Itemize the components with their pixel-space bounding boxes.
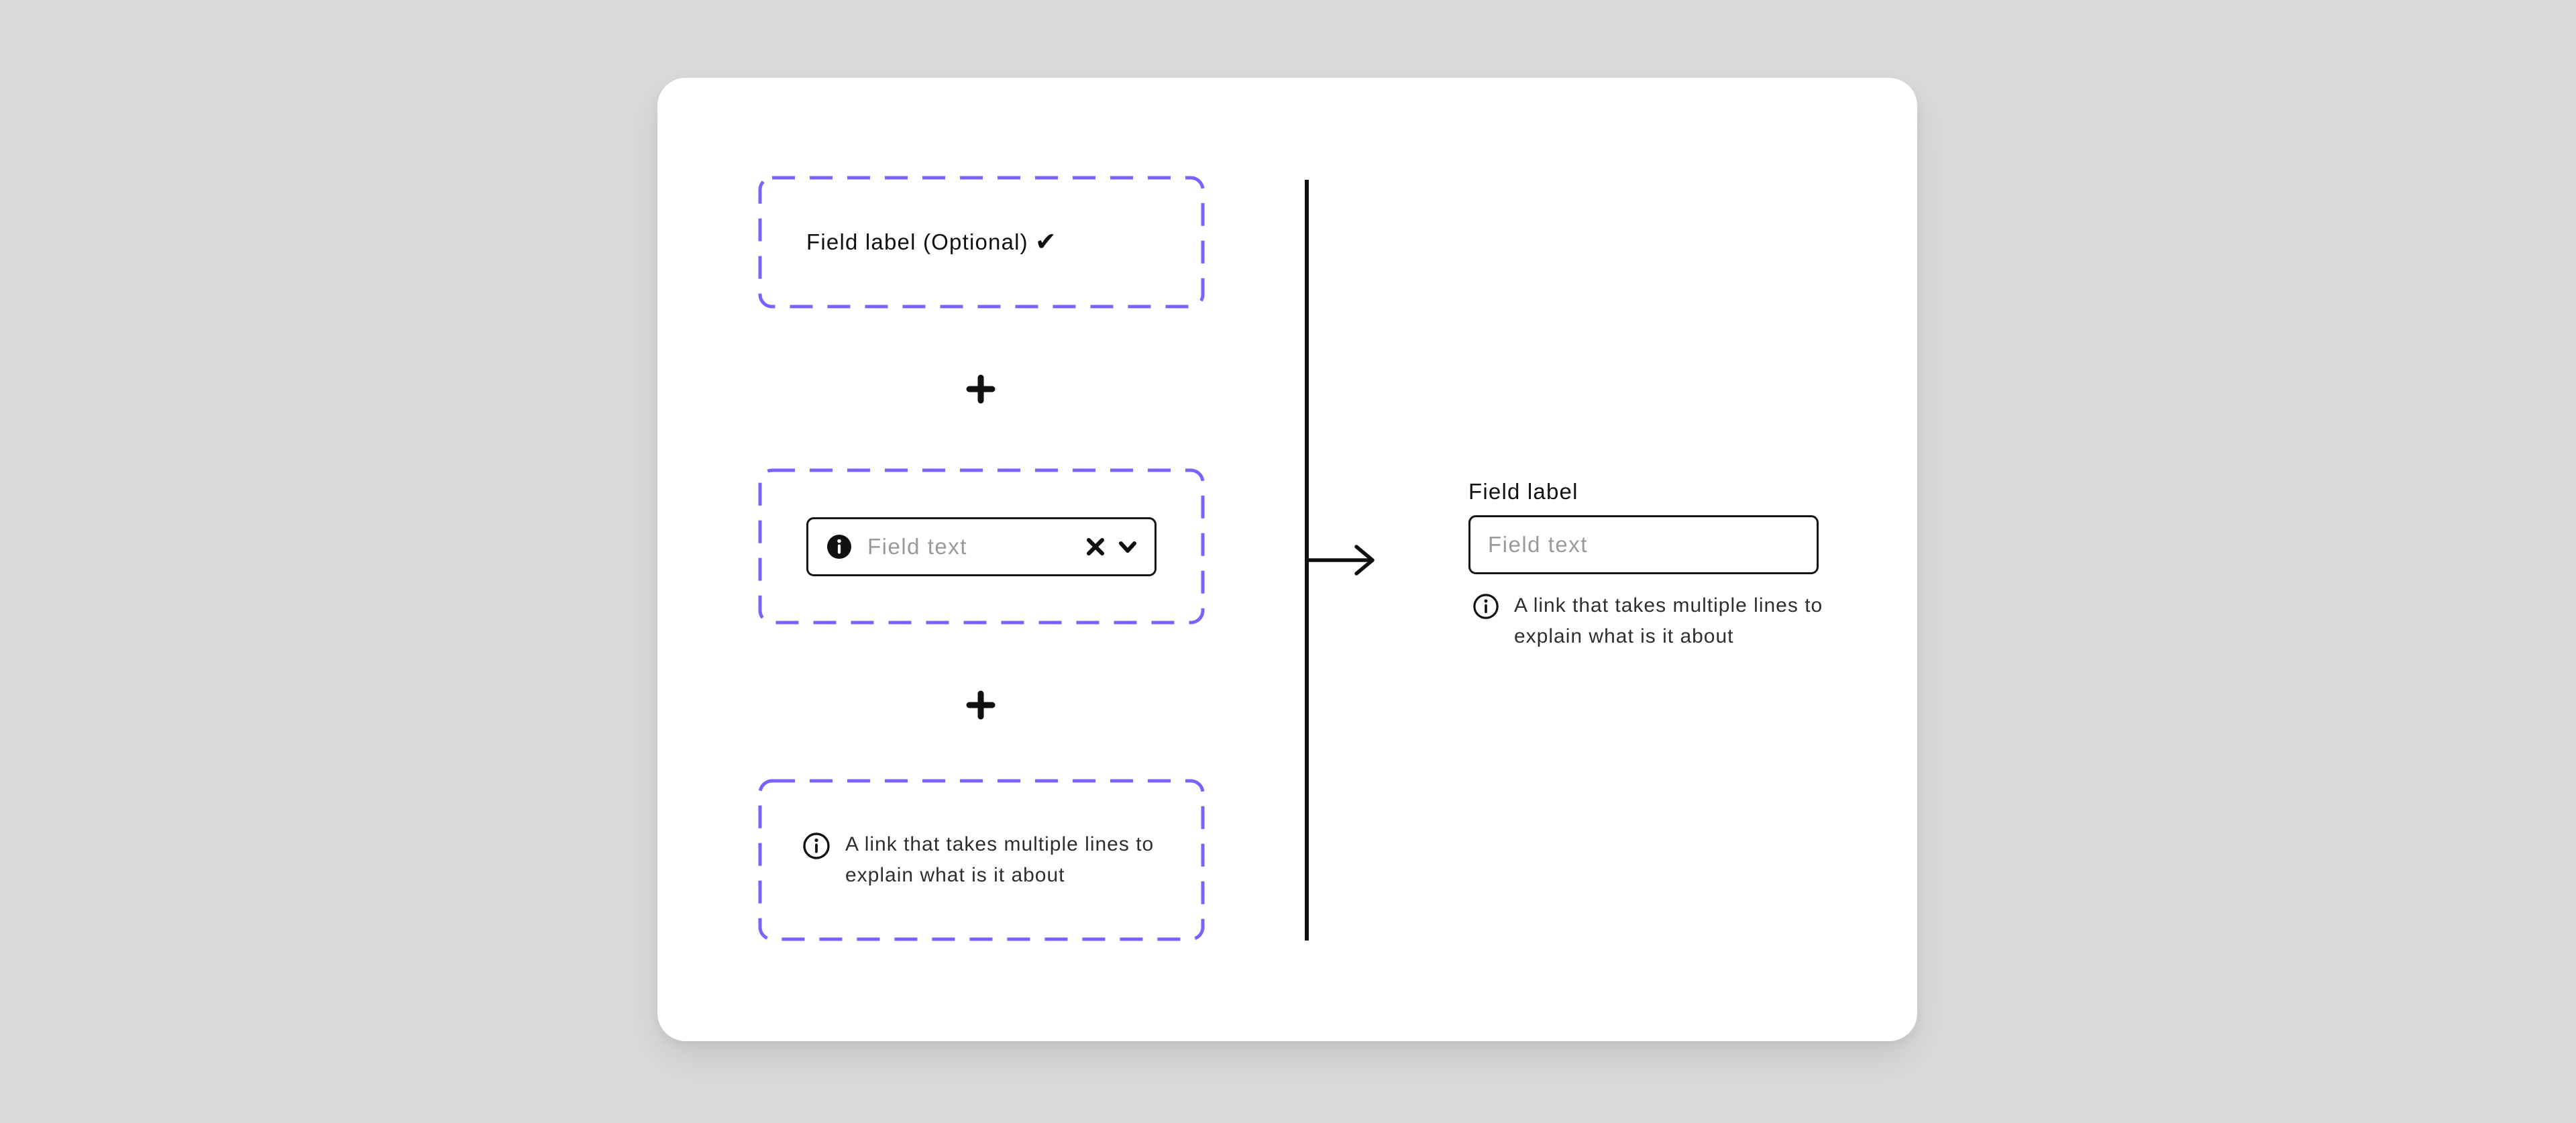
divider-line [1305,180,1309,941]
plus-icon [966,690,996,720]
helper-link-text: A link that takes multiple lines to expl… [845,829,1154,891]
chevron-down-icon[interactable] [1116,535,1140,559]
help-text-line: A link that takes multiple lines to [1514,594,1823,617]
helper-link-line: A link that takes multiple lines to [845,833,1155,855]
design-card: Field label (Optional) ✔ Field text [657,78,1917,1041]
field-trailing-icons [1083,535,1140,559]
field-component-box: Field text [758,468,1205,625]
help-text: A link that takes multiple lines to expl… [1514,590,1823,652]
check-icon: ✔ [1034,228,1057,256]
field-label-optional-text: Field label (Optional) [806,229,1028,254]
field-label-optional-row: Field label (Optional) ✔ [806,229,1057,255]
field-text-control[interactable]: Field text [806,517,1157,576]
field-text-placeholder: Field text [867,533,967,559]
helper-link-line: explain what is it about [845,864,1065,886]
arrow-right-icon [1308,540,1382,580]
help-text-line: explain what is it about [1514,625,1734,647]
helper-link-row: A link that takes multiple lines to expl… [802,829,1154,891]
plus-icon [966,374,996,404]
info-outline-icon [802,832,830,860]
info-filled-icon [826,533,853,560]
helper-link-component-box: A link that takes multiple lines to expl… [758,779,1205,941]
info-outline-icon [1472,593,1499,620]
plus-separator [966,690,996,720]
label-component-box: Field label (Optional) ✔ [758,176,1205,309]
field-help: A link that takes multiple lines to expl… [1472,590,1844,652]
plus-separator [966,374,996,404]
close-icon[interactable] [1083,535,1108,559]
composed-field-example: Field label A link that takes multiple l… [1468,479,1844,652]
field-text-input[interactable] [1468,515,1819,574]
field-label: Field label [1468,479,1578,504]
